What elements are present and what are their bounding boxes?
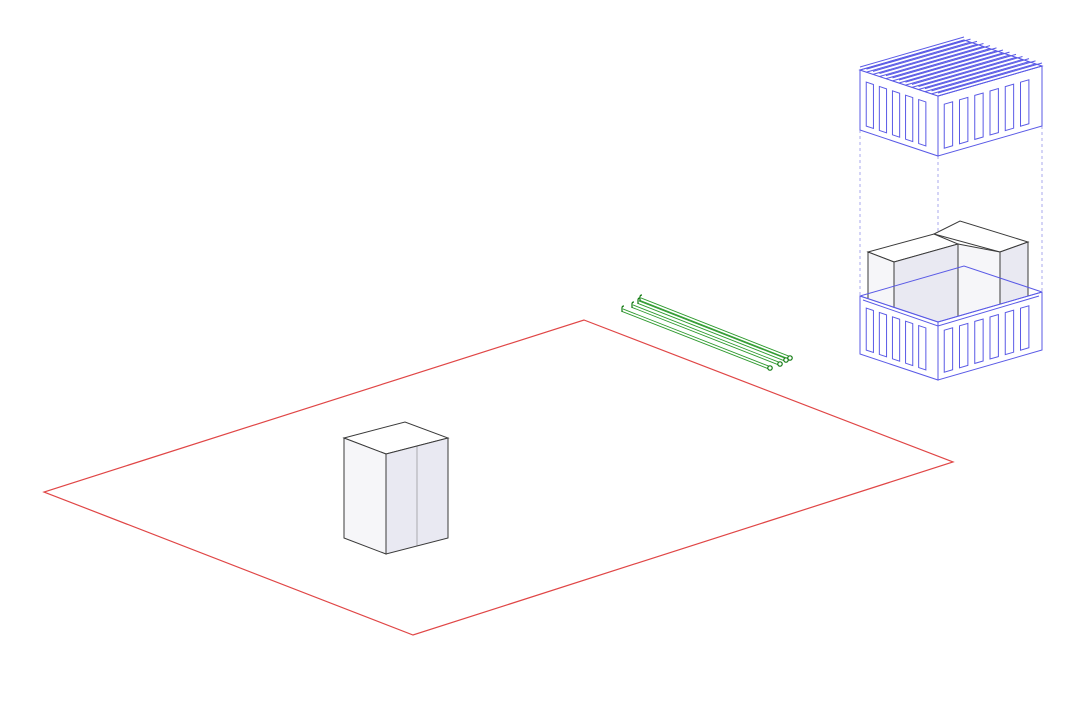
roof-rib-6 <box>892 47 997 79</box>
roof-rib-7 <box>898 49 1004 81</box>
rectangular-solid[interactable] <box>342 421 450 555</box>
roof-rib-2-base <box>866 41 971 73</box>
upper-shell-left-slot-1 <box>865 81 874 130</box>
roof-rib-4-base <box>879 46 984 77</box>
lower-tray-left-slot-4 <box>905 320 914 367</box>
pipe-2-start <box>631 301 635 308</box>
roof-rib-13 <box>937 62 1043 94</box>
core-face-7 <box>933 233 959 245</box>
upper-shell-right-slot-3 <box>974 92 984 141</box>
lower-tray <box>859 265 1043 381</box>
pipe-4-edge <box>639 299 791 360</box>
upper-shell-left-slot-3 <box>891 90 901 138</box>
roof-rib-7-base <box>898 52 1004 84</box>
upper-shell <box>858 36 1044 157</box>
block-left-face <box>343 437 387 555</box>
pipe-3 <box>637 300 787 360</box>
roof-rib-9-base <box>911 56 1017 88</box>
roof-rib-5 <box>885 45 991 77</box>
lower-tray-inner-rim <box>862 295 1040 327</box>
pipe-4-end <box>787 355 793 361</box>
upper-shell-left-slot-5 <box>918 98 927 147</box>
lower-tray-right-slot-5 <box>1004 309 1015 356</box>
pipe-1-start <box>621 305 625 312</box>
roof-rib-12 <box>931 60 1036 92</box>
roof-rib-2 <box>866 38 971 70</box>
lower-tray-left-slot-3 <box>891 316 901 362</box>
roof-rib-1 <box>859 36 965 68</box>
roof-rib-10 <box>918 56 1023 87</box>
roof-rib-10-base <box>918 59 1023 90</box>
pipe-1-edge <box>621 310 771 370</box>
pipe-1-end <box>767 365 773 371</box>
roof-rib-11 <box>924 58 1030 90</box>
upper-shell-right-slot-4 <box>989 87 999 136</box>
lower-tray-right-slot-3 <box>974 318 984 365</box>
lower-tray-right-slot-1 <box>943 327 954 373</box>
lower-tray-front-rim <box>859 291 1043 323</box>
site-boundary[interactable] <box>42 319 955 636</box>
roof-rib-3-base <box>872 43 978 75</box>
roof-rib-9 <box>911 53 1017 85</box>
roof-rib-4 <box>879 43 984 74</box>
roof-rib-6-base <box>892 50 997 82</box>
roof-rib-12-base <box>931 63 1036 95</box>
roof-rib-3 <box>872 40 978 72</box>
roof-rib-1-base <box>859 39 965 71</box>
lower-tray-right-slot-2 <box>958 322 969 369</box>
roof-rib-8-base <box>905 54 1010 86</box>
upper-shell-right-slot-5 <box>1004 83 1015 132</box>
pipe-1 <box>621 308 771 368</box>
upper-shell-right-slot-6 <box>1020 79 1030 127</box>
roof-rib-5-base <box>885 48 991 80</box>
pipe-3-edge <box>637 302 787 362</box>
exploded-container-structure[interactable] <box>858 36 1044 381</box>
pipe-4-start <box>639 294 643 301</box>
roof-rib-13-base <box>937 65 1043 97</box>
lower-tray-right-slot-4 <box>989 313 999 360</box>
upper-shell-left-slot-2 <box>878 85 888 134</box>
upper-shell-right-slot-1 <box>943 101 954 149</box>
lower-tray-left-slot-1 <box>865 307 874 354</box>
pipe-2-edge <box>631 306 781 366</box>
lower-tray-left-slot-5 <box>918 324 927 371</box>
roof-rib-8 <box>905 51 1010 83</box>
pipe-bundle[interactable] <box>621 294 793 371</box>
upper-shell-left-slot-4 <box>905 94 914 143</box>
pipe-4 <box>639 297 791 358</box>
lower-tray-right-slot-6 <box>1020 305 1030 351</box>
pipe-2 <box>631 304 781 364</box>
lower-tray-left-slot-2 <box>878 311 888 358</box>
upper-shell-right-slot-2 <box>958 96 969 145</box>
roof-rib-11-base <box>924 61 1030 93</box>
pipe-2-end <box>777 361 783 367</box>
lower-tray-back-rim <box>859 265 1043 297</box>
